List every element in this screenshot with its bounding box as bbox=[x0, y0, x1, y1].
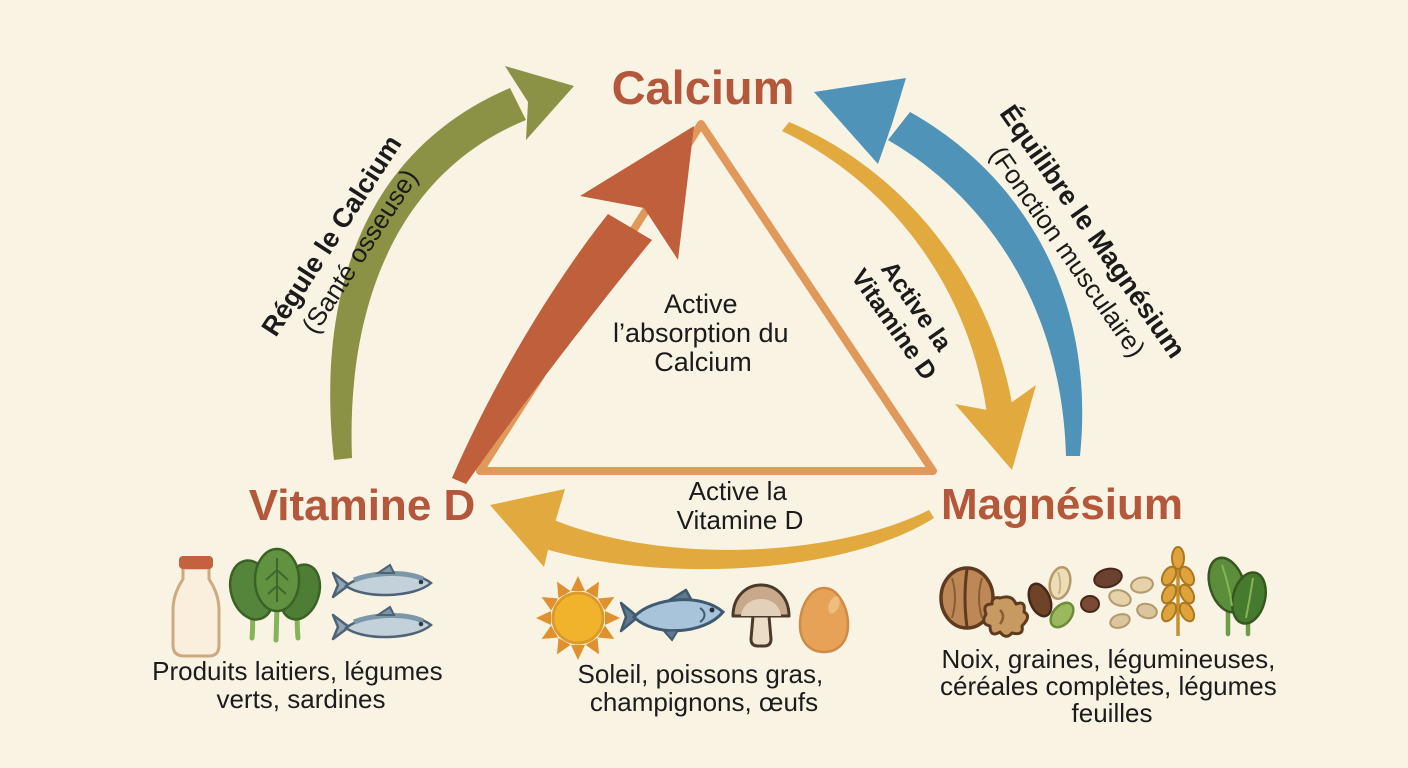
arrowhead-left bbox=[490, 489, 565, 567]
sun-icon bbox=[536, 576, 620, 660]
wheat-icon bbox=[1160, 546, 1196, 636]
egg-icon bbox=[798, 586, 850, 654]
leafy-greens-icon bbox=[228, 547, 322, 643]
label-active-absorption-calcium: Active l’absorption du Calcium bbox=[613, 289, 793, 377]
arrowhead-up-left bbox=[814, 78, 906, 164]
food-text-left: Produits laitiers, légumes verts, sardin… bbox=[152, 656, 450, 714]
arrowhead-apex bbox=[580, 126, 694, 260]
walnut-icon bbox=[939, 566, 1029, 638]
arrow-active-vitamine-d-right bbox=[782, 122, 1036, 470]
arrowhead-up-right bbox=[505, 66, 574, 140]
arrow-equilibre-le-magnesium bbox=[814, 78, 1083, 456]
sardine-2 bbox=[331, 605, 433, 641]
fatty-fish-icon bbox=[619, 588, 726, 642]
seeds-icon bbox=[1027, 565, 1075, 629]
food-group-center: Soleil, poissons gras, champignons, œufs bbox=[536, 576, 850, 717]
node-vitamine-d: Vitamine D bbox=[249, 481, 476, 530]
food-group-left: Produits laitiers, légumes verts, sardin… bbox=[152, 547, 450, 714]
node-calcium: Calcium bbox=[612, 61, 795, 114]
arrow-active-vitamine-d-bottom bbox=[490, 489, 934, 570]
arrow-active-absorption-calcium bbox=[452, 126, 694, 484]
food-group-right: Noix, graines, légumineuses, céréales co… bbox=[939, 546, 1284, 728]
food-text-center: Soleil, poissons gras, champignons, œufs bbox=[578, 659, 831, 717]
mushroom-icon bbox=[731, 583, 791, 648]
leafy-greens-icon bbox=[1207, 556, 1268, 637]
food-text-right: Noix, graines, légumineuses, céréales co… bbox=[940, 644, 1284, 728]
milk-bottle-icon bbox=[171, 556, 221, 658]
label-active-vitamine-d-bottom: Active la Vitamine D bbox=[677, 476, 804, 535]
node-magnesium: Magnésium bbox=[941, 480, 1183, 529]
legumes-icon bbox=[1080, 567, 1158, 629]
arrow-regule-le-calcium bbox=[330, 66, 574, 460]
sardines-icon bbox=[331, 563, 433, 641]
sardine-1 bbox=[331, 563, 433, 599]
arrowhead-down bbox=[955, 385, 1036, 470]
